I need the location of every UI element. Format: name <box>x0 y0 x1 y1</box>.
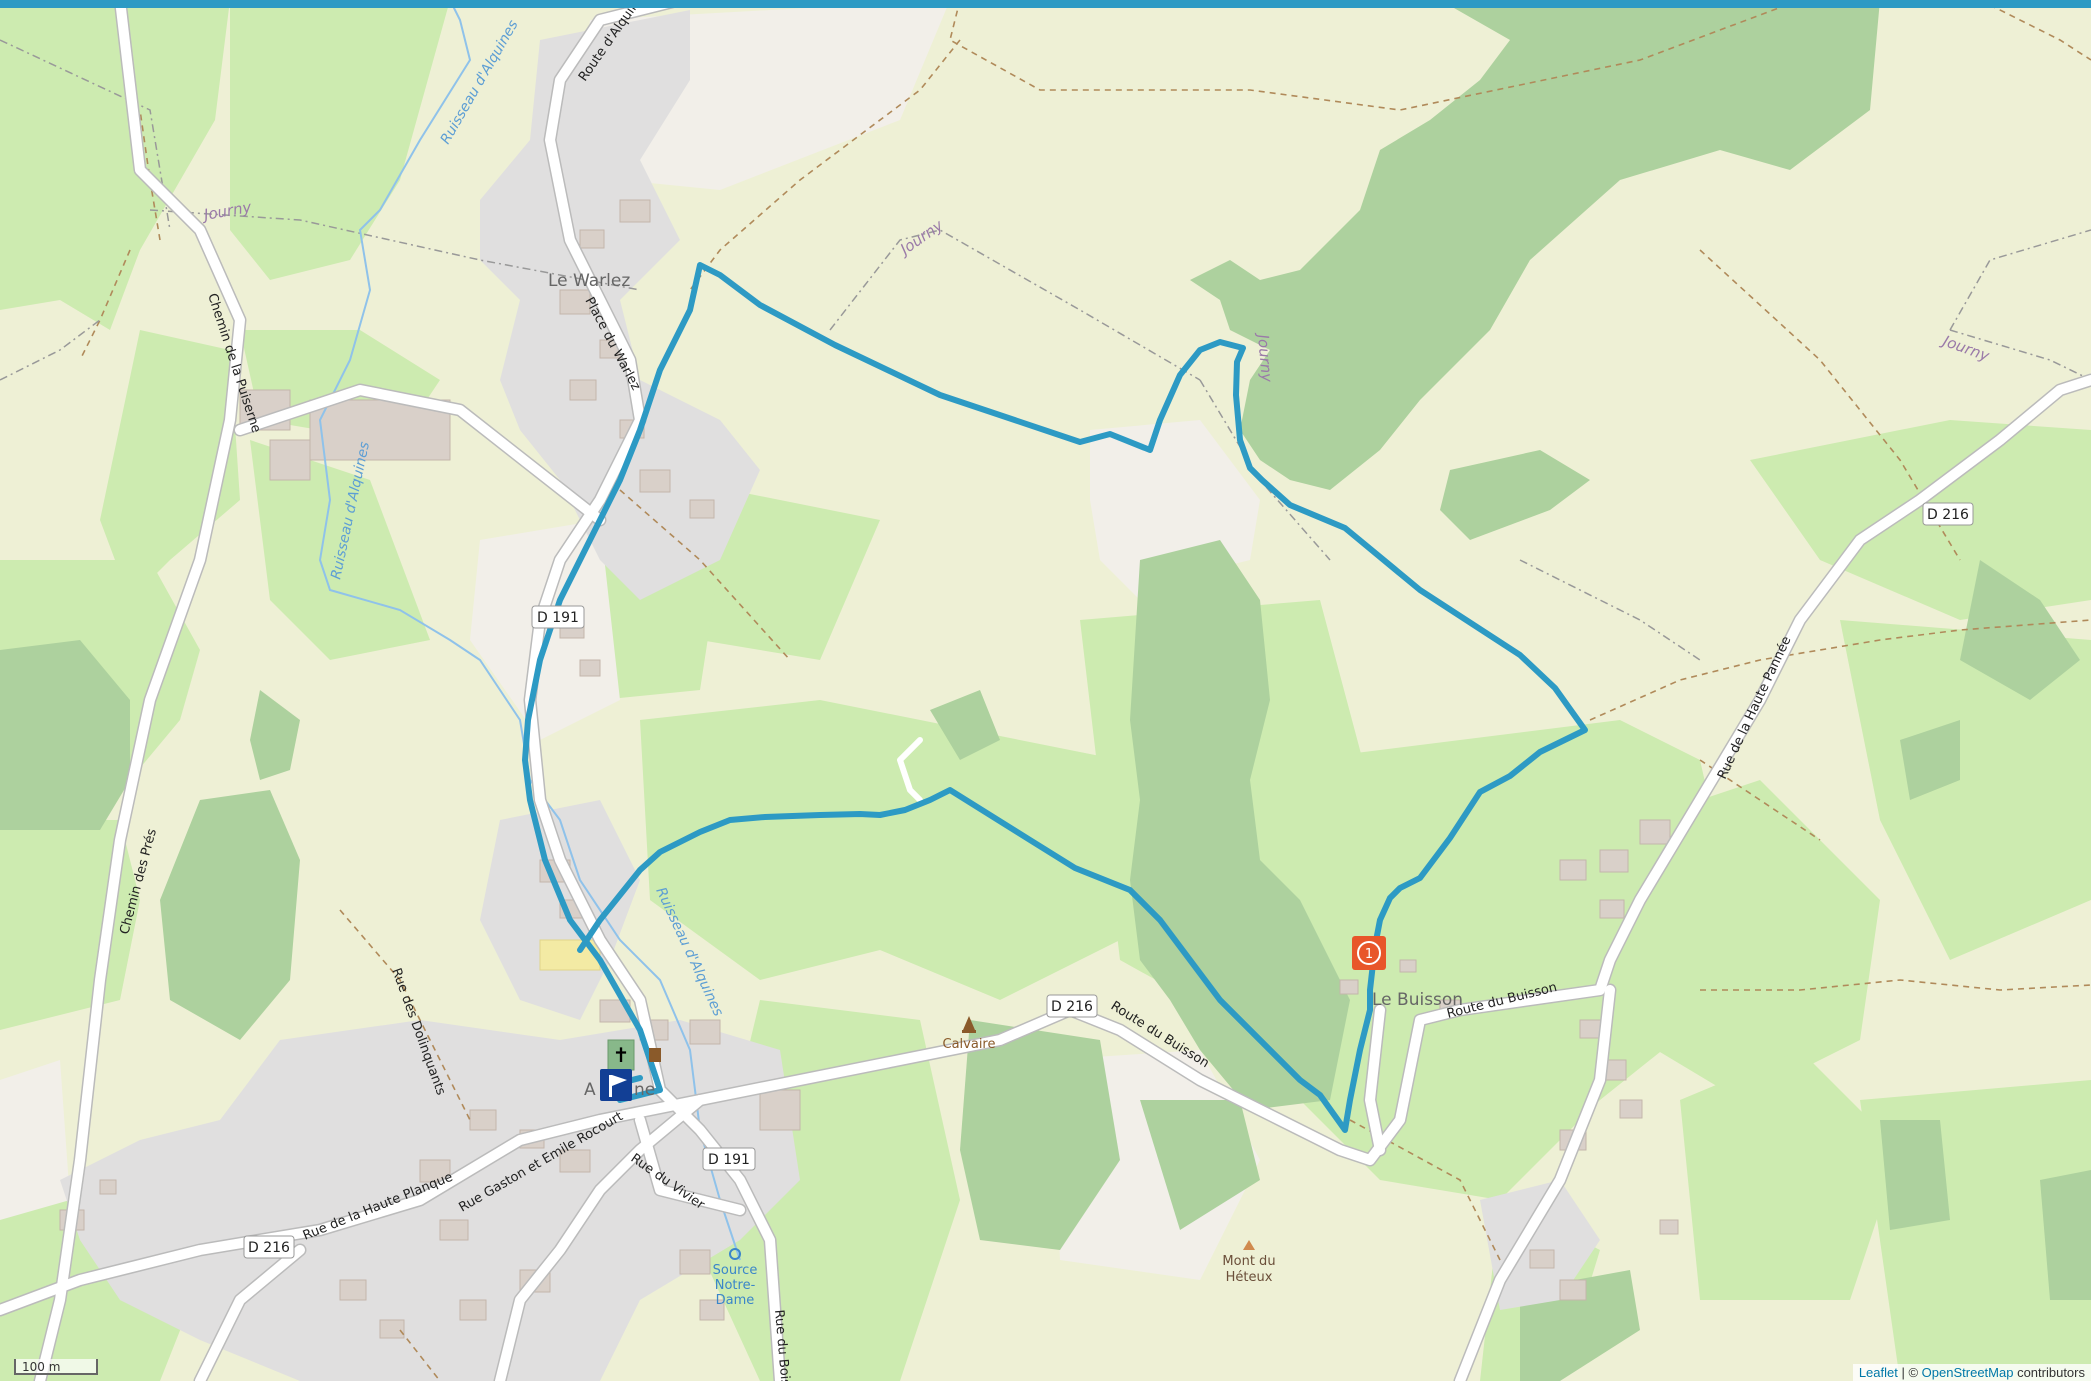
attribution-separator: | © <box>1897 1365 1922 1380</box>
peak-icon <box>1243 1240 1255 1250</box>
label-le-warlez: Le Warlez <box>548 271 630 291</box>
shield-d216-b: D 216 <box>1046 994 1098 1018</box>
label-source-line1: Source <box>713 1263 758 1278</box>
label-source-line3: Dame <box>716 1293 755 1308</box>
start-flag-marker[interactable] <box>600 1069 632 1101</box>
scale-bar: 100 m <box>14 1359 98 1375</box>
spring-icon <box>729 1248 741 1260</box>
label-journy-3: Journy <box>1254 331 1276 384</box>
scale-label: 100 m <box>22 1360 61 1374</box>
svg-text:D 216: D 216 <box>248 1240 290 1256</box>
svg-text:1: 1 <box>1365 947 1373 962</box>
streams <box>318 0 741 1261</box>
leaflet-link[interactable]: Leaflet <box>1858 1365 1898 1380</box>
label-source-line2: Notre- <box>715 1278 756 1293</box>
svg-text:D 216: D 216 <box>1051 999 1093 1015</box>
label-calvaire: Calvaire <box>943 1037 996 1052</box>
label-mont-line1: Mont du <box>1222 1254 1275 1269</box>
shield-d191-b: D 191 <box>702 1147 756 1171</box>
attribution-suffix: contributors <box>2013 1365 2085 1380</box>
memorial-icon <box>649 1048 661 1062</box>
svg-text:✝: ✝ <box>613 1043 630 1067</box>
waypoint-marker[interactable]: 1 <box>1352 936 1386 970</box>
svg-text:D 191: D 191 <box>708 1152 750 1168</box>
tracks <box>0 39 2091 661</box>
label-alquines-end: ne <box>634 1080 655 1100</box>
osm-link[interactable]: OpenStreetMap <box>1921 1365 2014 1380</box>
calvaire-icon <box>962 1016 976 1033</box>
label-mont-line2: Héteux <box>1226 1270 1273 1285</box>
label-rue-bois: Rue du Bois <box>771 1309 793 1381</box>
shield-d216-a: D 216 <box>243 1235 295 1259</box>
label-alquines-start: A <box>584 1080 596 1100</box>
svg-text:D 191: D 191 <box>537 610 579 626</box>
attribution: Leaflet | © OpenStreetMap contributors <box>1852 1364 2091 1381</box>
church-icon: ✝ <box>607 1039 635 1071</box>
shield-d191-a: D 191 <box>531 605 585 629</box>
top-accent-bar <box>0 0 2091 8</box>
svg-text:D 216: D 216 <box>1927 507 1969 523</box>
shield-d216-c: D 216 <box>1922 502 1974 526</box>
label-le-buisson: Le Buisson <box>1372 990 1463 1010</box>
